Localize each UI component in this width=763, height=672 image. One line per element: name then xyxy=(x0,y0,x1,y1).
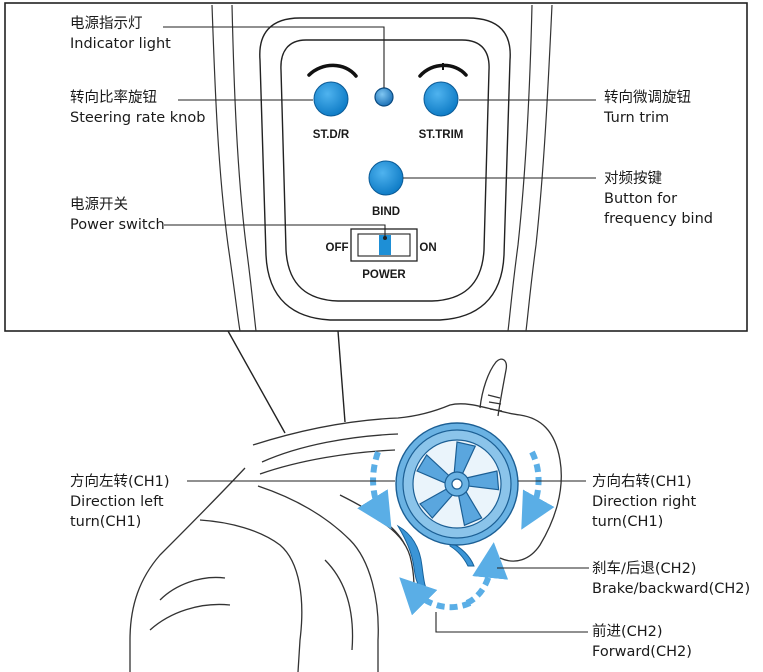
steering-wheel[interactable] xyxy=(395,422,519,546)
callout-forward: 前进(CH2) Forward(CH2) xyxy=(592,622,692,662)
forward-en: Forward(CH2) xyxy=(592,644,692,660)
bind-button[interactable] xyxy=(368,160,404,196)
direction-right-en-1: Direction right xyxy=(592,494,697,510)
indicator-light xyxy=(374,87,394,107)
steering-rate-en: Steering rate knob xyxy=(70,110,206,126)
brake-en: Brake/backward(CH2) xyxy=(592,581,751,597)
turn-trim-en: Turn trim xyxy=(604,110,670,126)
direction-arrows xyxy=(357,450,555,616)
controller-body xyxy=(129,358,562,672)
power-switch-en: Power switch xyxy=(70,217,165,233)
direction-right-en-2: turn(CH1) xyxy=(592,514,664,530)
steering-rate-zh: 转向比率旋钮 xyxy=(70,90,157,106)
power-switch-zh: 电源开关 xyxy=(70,197,128,213)
power-switch[interactable] xyxy=(379,235,391,255)
forward-leader xyxy=(435,612,588,633)
indicator-leader xyxy=(163,26,385,88)
indicator-en: Indicator light xyxy=(70,36,171,52)
st-dr-label: ST.D/R xyxy=(313,129,350,141)
on-label: ON xyxy=(419,242,436,254)
forward-zh: 前进(CH2) xyxy=(592,624,663,640)
power-label: POWER xyxy=(362,269,406,281)
brake-zh: 刹车/后退(CH2) xyxy=(592,561,697,577)
left-turn-arrow xyxy=(357,451,392,530)
power-switch-leader xyxy=(164,224,386,238)
right-turn-arrow xyxy=(521,450,555,530)
callout-brake: 刹车/后退(CH2) Brake/backward(CH2) xyxy=(592,559,750,599)
callout-indicator: 电源指示灯 Indicator light xyxy=(70,14,171,54)
direction-right-zh: 方向右转(CH1) xyxy=(592,474,692,490)
direction-left-en-2: turn(CH1) xyxy=(70,514,142,530)
turn-trim-knob[interactable] xyxy=(423,81,459,117)
callout-turn-trim: 转向微调旋钮 Turn trim xyxy=(604,88,691,128)
callout-direction-left: 方向左转(CH1) Direction left turn(CH1) xyxy=(70,472,170,532)
bind-zh: 对频按键 xyxy=(604,171,662,187)
off-label: OFF xyxy=(326,242,349,254)
direction-left-zh: 方向左转(CH1) xyxy=(70,474,170,490)
callout-direction-right: 方向右转(CH1) Direction right turn(CH1) xyxy=(592,472,696,532)
callout-bind-button: 对频按键 Button for frequency bind xyxy=(604,169,713,229)
forward-arrow xyxy=(399,577,472,616)
direction-left-en-1: Direction left xyxy=(70,494,164,510)
callout-steering-rate: 转向比率旋钮 Steering rate knob xyxy=(70,88,205,128)
callout-power-switch: 电源开关 Power switch xyxy=(70,195,165,235)
bind-en-1: Button for xyxy=(604,191,678,207)
st-trim-label: ST.TRIM xyxy=(419,129,464,141)
turn-trim-zh: 转向微调旋钮 xyxy=(604,90,691,106)
zoom-inset: ST.D/R ST.TRIM BIND OFF ON POWER xyxy=(4,2,748,434)
brake-arrow xyxy=(465,542,509,606)
steering-rate-knob[interactable] xyxy=(313,81,349,117)
bind-en-2: frequency bind xyxy=(604,211,713,227)
indicator-zh: 电源指示灯 xyxy=(70,16,143,32)
bind-label: BIND xyxy=(372,206,400,218)
